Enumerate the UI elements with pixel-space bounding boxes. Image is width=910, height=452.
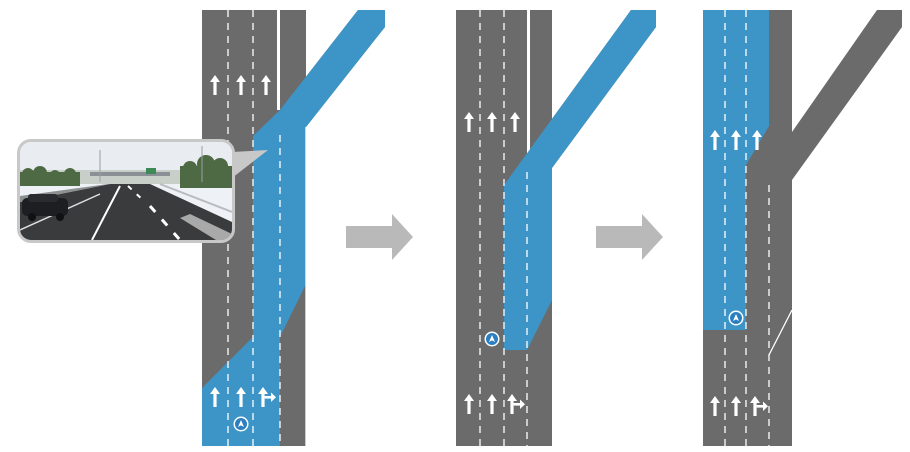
panel-3 bbox=[703, 10, 902, 446]
ramp-gap bbox=[527, 10, 530, 172]
panel-2 bbox=[456, 10, 656, 446]
arrow-right-icon bbox=[596, 214, 663, 260]
highlighted-route bbox=[703, 10, 769, 330]
navigation-arrow-icon bbox=[728, 310, 744, 326]
lane-markings bbox=[724, 10, 793, 446]
road-surface bbox=[20, 184, 232, 240]
highlighted-route bbox=[202, 10, 385, 446]
navigation-arrow-icon bbox=[484, 331, 500, 347]
lane-markings bbox=[479, 10, 528, 446]
callout-pointer bbox=[232, 150, 268, 178]
exit-ramp bbox=[769, 10, 902, 185]
navigation-arrow-icon bbox=[233, 416, 249, 432]
highlighted-route bbox=[504, 10, 656, 350]
arrow-right-icon bbox=[346, 214, 413, 260]
overpass bbox=[90, 172, 170, 176]
car-icon bbox=[22, 194, 68, 221]
road-photo-inset bbox=[17, 139, 235, 243]
ramp-gap bbox=[277, 10, 280, 110]
lane-markings bbox=[227, 10, 307, 446]
road-photo bbox=[20, 142, 232, 240]
